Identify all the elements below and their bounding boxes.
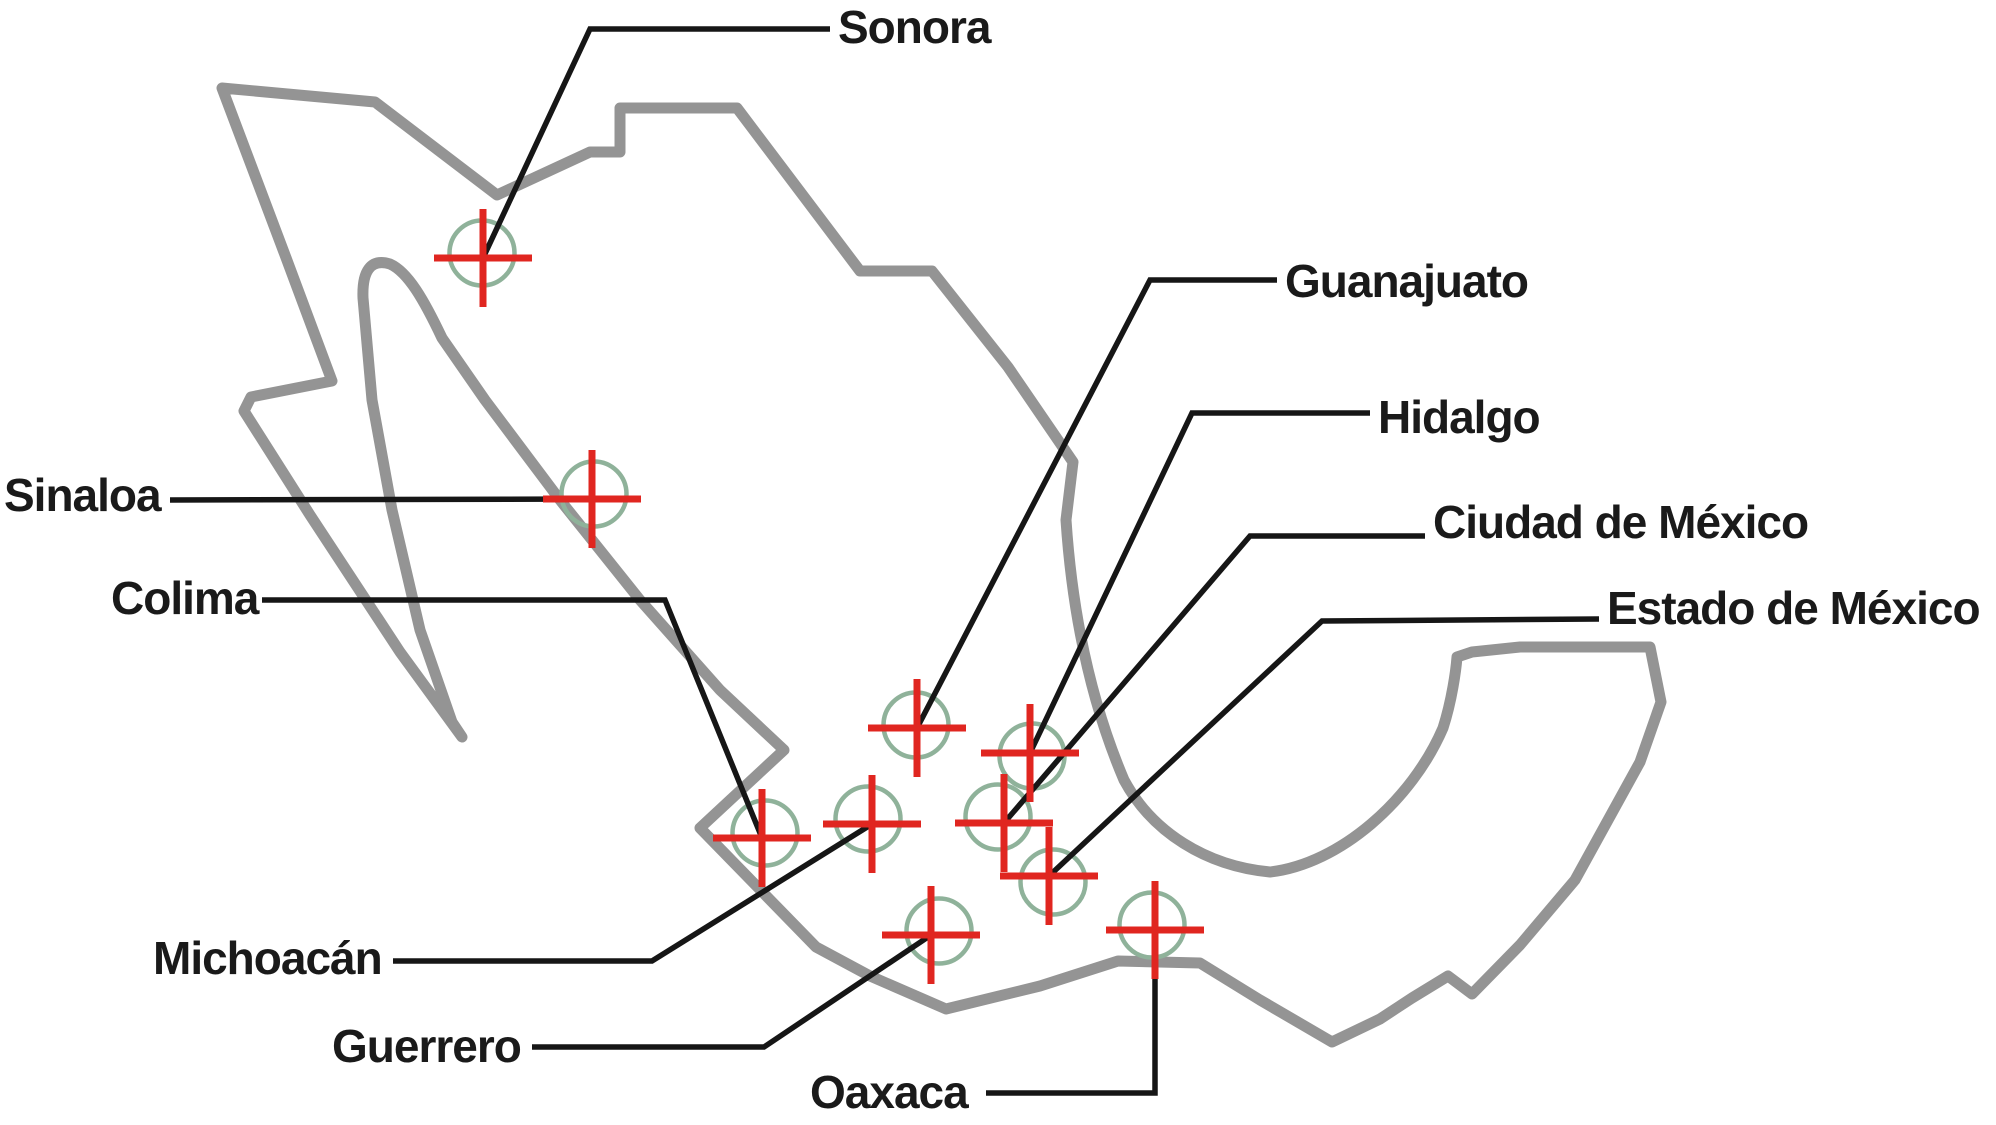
connector-cdmx xyxy=(1001,533,1425,825)
connector-michoacan xyxy=(393,821,874,964)
connector-edomex xyxy=(1047,616,1600,879)
state-label-colima: Colima xyxy=(111,572,260,624)
connector-oaxaca xyxy=(986,930,1158,1096)
connector-sonora xyxy=(480,26,830,260)
marker-hidalgo[interactable] xyxy=(981,704,1079,802)
state-label-michoacan: Michoacán xyxy=(153,932,382,984)
marker-guerrero[interactable] xyxy=(882,886,980,984)
connector-colima xyxy=(262,597,765,840)
connector-sinaloa xyxy=(169,496,593,503)
state-label-sinaloa: Sinaloa xyxy=(4,469,162,521)
marker-sonora[interactable] xyxy=(434,209,532,307)
marker-edomex[interactable] xyxy=(1000,827,1098,925)
marker-circle-guerrero xyxy=(904,896,974,966)
connector-guanajuato xyxy=(914,277,1277,730)
country-outline xyxy=(216,82,1667,1048)
marker-sinaloa[interactable] xyxy=(543,450,641,548)
marker-michoacan[interactable] xyxy=(823,775,921,873)
state-label-oaxaca: Oaxaca xyxy=(810,1066,969,1118)
marker-cdmx[interactable] xyxy=(955,774,1053,872)
marker-colima[interactable] xyxy=(713,789,811,887)
marker-circle-edomex xyxy=(1018,847,1088,917)
connector-hidalgo xyxy=(1027,410,1370,755)
state-label-edomex: Estado de México xyxy=(1607,582,1980,634)
state-label-hidalgo: Hidalgo xyxy=(1378,391,1540,443)
connector-guerrero xyxy=(532,932,933,1050)
marker-oaxaca[interactable] xyxy=(1106,881,1204,979)
state-label-sonora: Sonora xyxy=(838,1,992,53)
marker-circle-cdmx xyxy=(963,782,1033,852)
state-label-cdmx: Ciudad de México xyxy=(1433,496,1808,548)
marker-circle-michoacan xyxy=(833,784,903,854)
marker-guanajuato[interactable] xyxy=(868,679,966,777)
state-label-guerrero: Guerrero xyxy=(332,1020,521,1072)
state-label-guanajuato: Guanajuato xyxy=(1285,255,1528,307)
